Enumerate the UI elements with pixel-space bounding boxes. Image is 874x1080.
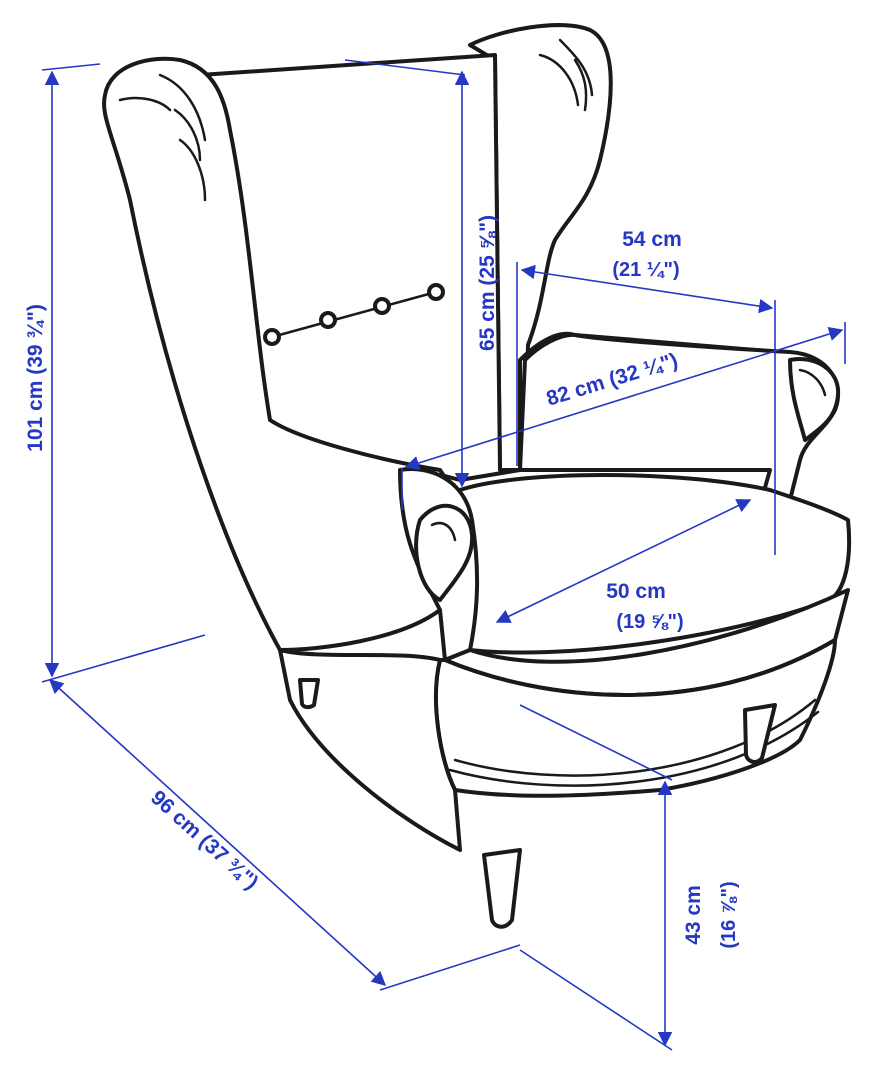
tufting-button	[319, 311, 337, 329]
depth-label: 96 cm (37 ¾")	[146, 786, 262, 894]
seat-height-imperial: (16 ⅞")	[718, 881, 740, 948]
chair-tufting-buttons	[263, 283, 445, 346]
seat-width-metric: 54 cm	[622, 228, 682, 251]
front-left-leg	[482, 848, 522, 929]
tufting-button	[427, 283, 445, 301]
dim-seat-depth	[495, 499, 752, 623]
seat-depth-metric: 50 cm	[606, 580, 666, 603]
overall-height-metric: 101 cm	[24, 381, 47, 452]
svg-text:65 cm (25 ⅝"): 65 cm (25 ⅝")	[476, 215, 499, 351]
backrest-height-imperial: (25 ⅝")	[476, 215, 499, 286]
back-leg	[298, 678, 320, 710]
seat-width-imperial: (21 ¼")	[612, 259, 679, 281]
backrest-height-label: 65 cm (25 ⅝")	[476, 215, 499, 351]
svg-text:96 cm (37 ¾"): 96 cm (37 ¾")	[146, 786, 262, 894]
seat-height-metric: 43 cm	[682, 885, 705, 945]
seat-depth-imperial: (19 ⅝")	[616, 611, 683, 633]
overall-height-imperial: (39 ¾")	[24, 304, 47, 375]
seat-depth-label: 50 cm (19 ⅝")	[606, 580, 683, 633]
svg-text:101 cm (39 ¾"): 101 cm (39 ¾")	[24, 304, 47, 452]
seat-height-label: 43 cm (16 ⅞")	[682, 881, 740, 948]
overall-height-label: 101 cm (39 ¾")	[24, 304, 47, 452]
front-right-leg	[743, 703, 777, 764]
chair-left-arm	[398, 467, 480, 662]
seat-width-label: 54 cm (21 ¼")	[612, 228, 681, 281]
tufting-button	[263, 328, 281, 346]
dim-overall-height	[41, 63, 206, 683]
depth-imperial: (37 ¾")	[195, 830, 263, 894]
backrest-height-metric: 65 cm	[476, 291, 499, 351]
dim-depth	[48, 679, 521, 991]
dim-seat-height	[519, 704, 673, 1051]
dim-width	[401, 322, 846, 510]
tufting-button	[373, 297, 391, 315]
